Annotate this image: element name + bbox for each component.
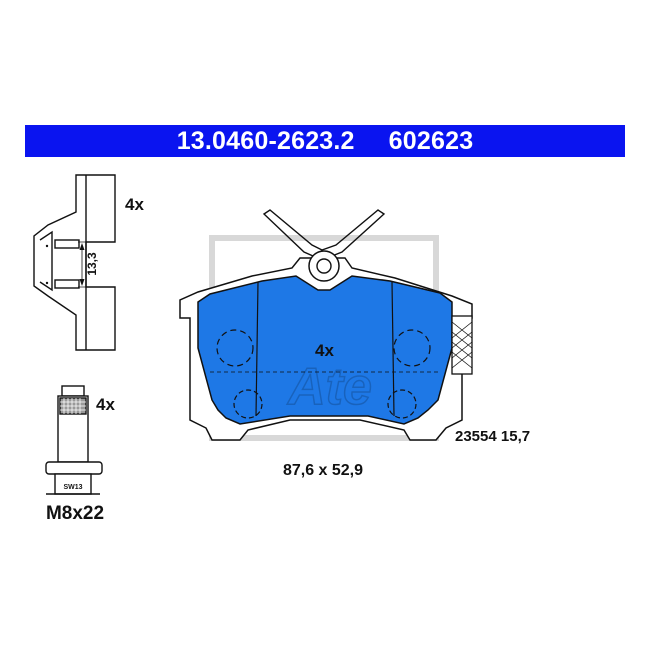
part-number: 13.0460-2623.2	[176, 126, 355, 155]
clip-spring-arm	[39, 230, 53, 292]
bolt-collar	[45, 461, 103, 475]
clip-dimension-label: 13,3	[85, 252, 99, 276]
clip-tab-lower	[54, 279, 80, 289]
clip-dim-arrow-bottom	[79, 279, 85, 286]
clip-detail-dot	[45, 244, 49, 248]
wear-indicator-hatch	[451, 321, 473, 369]
ate-watermark-logo: Ate	[286, 358, 372, 416]
guide-bolt	[45, 385, 103, 495]
pad-dimensions-label: 87,6 x 52,9	[283, 462, 363, 479]
pad-bore-upper-right	[393, 329, 431, 367]
bolt-tip	[61, 385, 85, 397]
clip-outline	[33, 174, 116, 351]
pad-wire-hole-inner	[316, 258, 332, 274]
bolt-knurl-hatch	[60, 398, 86, 414]
pad-line-left	[255, 281, 259, 417]
pad-bore-lower-left	[233, 389, 263, 419]
friction-material	[197, 275, 453, 425]
part-number-header: 13.0460-2623.2 602623	[25, 125, 625, 157]
anti-rattle-clip	[33, 174, 116, 351]
pad-bore-upper-left	[216, 329, 254, 367]
wva-thickness-label: 23554 15,7	[455, 428, 530, 445]
clip-tab-upper	[54, 239, 80, 249]
pad-quantity-label: 4x	[315, 341, 334, 360]
brake-pad: Ate	[179, 209, 473, 441]
wear-indicator	[451, 315, 473, 375]
clip-dim-arrow-top	[79, 243, 85, 250]
bolt-quantity-label: 4x	[96, 395, 115, 414]
pad-line-right	[391, 281, 395, 417]
bolt-wrench-size: SW13	[63, 484, 82, 491]
clip-detail-dot	[45, 281, 49, 285]
reference-number: 602623	[388, 126, 474, 155]
bolt-size-label: M8x22	[46, 503, 104, 524]
pad-bore-lower-right	[387, 389, 417, 419]
clip-quantity-label: 4x	[125, 195, 144, 214]
